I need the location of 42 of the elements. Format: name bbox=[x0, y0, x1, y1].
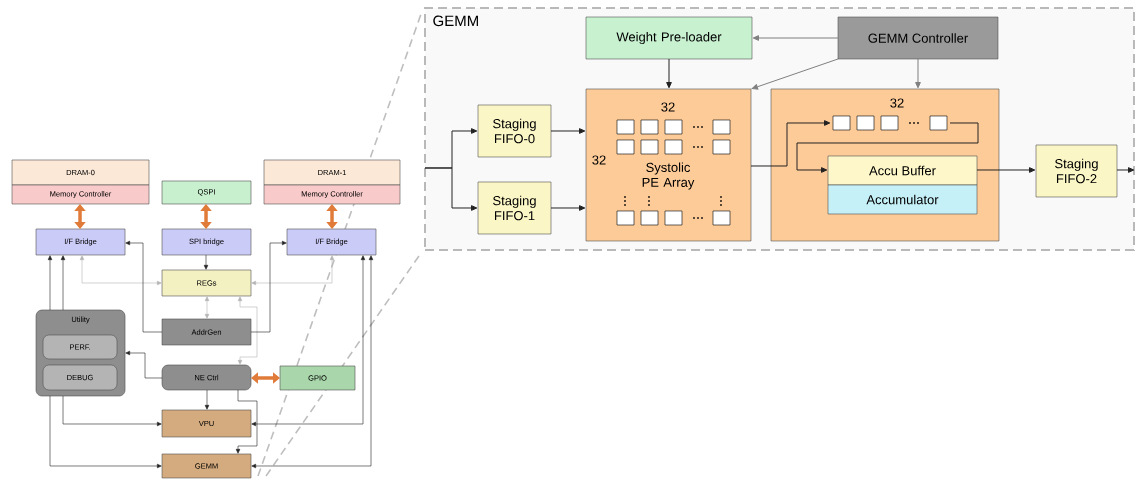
accumulator-box: Accumulator bbox=[827, 184, 978, 215]
connector-arrow bbox=[251, 255, 374, 469]
connector-arrow bbox=[204, 389, 210, 410]
connector-arrow bbox=[326, 204, 338, 229]
buffer-box: Accu Buffer bbox=[827, 155, 978, 186]
connector-arrow bbox=[251, 255, 335, 286]
connector-arrow bbox=[200, 204, 212, 229]
connector-arrow bbox=[424, 167, 478, 211]
connector-arrow bbox=[251, 372, 280, 384]
connector-arrow bbox=[62, 395, 162, 427]
connector-arrow bbox=[79, 255, 162, 286]
size-label: 32 bbox=[890, 98, 904, 108]
connector-arrow bbox=[204, 296, 210, 319]
connector-arrow bbox=[60, 255, 66, 311]
connector-arrow bbox=[550, 205, 586, 211]
size-label: 32 bbox=[592, 155, 606, 165]
connector-arrow bbox=[915, 58, 921, 89]
connector-arrow bbox=[237, 296, 258, 365]
connector-arrow bbox=[125, 240, 163, 333]
fifo-box: Staging FIFO-1 bbox=[477, 181, 552, 235]
connector-arrow bbox=[250, 240, 287, 333]
connector-arrow bbox=[47, 255, 53, 311]
connector-arrow bbox=[750, 120, 831, 167]
connector-arrow bbox=[550, 128, 586, 134]
connector-arrow bbox=[235, 389, 258, 454]
connector-arrow bbox=[1116, 167, 1135, 173]
connector-arrow bbox=[203, 254, 209, 270]
size-label: 32 bbox=[661, 102, 675, 112]
fifo-box: Staging FIFO-2 bbox=[1035, 144, 1118, 198]
connector-arrow bbox=[125, 350, 163, 379]
connector-arrow bbox=[976, 167, 1036, 173]
connector-arrow bbox=[796, 122, 979, 173]
connector-arrow bbox=[752, 35, 839, 41]
loader-box: Weight Pre-loader bbox=[585, 16, 753, 60]
connector-arrow bbox=[74, 204, 86, 229]
controller-box: GEMM Controller bbox=[837, 16, 999, 60]
connector-arrow bbox=[251, 255, 366, 427]
register-row-drawing bbox=[832, 115, 948, 131]
connector-arrow bbox=[49, 395, 162, 469]
connector-arrow bbox=[751, 58, 839, 90]
fifo-box: Staging FIFO-0 bbox=[477, 104, 552, 158]
connector-arrow bbox=[666, 58, 672, 89]
